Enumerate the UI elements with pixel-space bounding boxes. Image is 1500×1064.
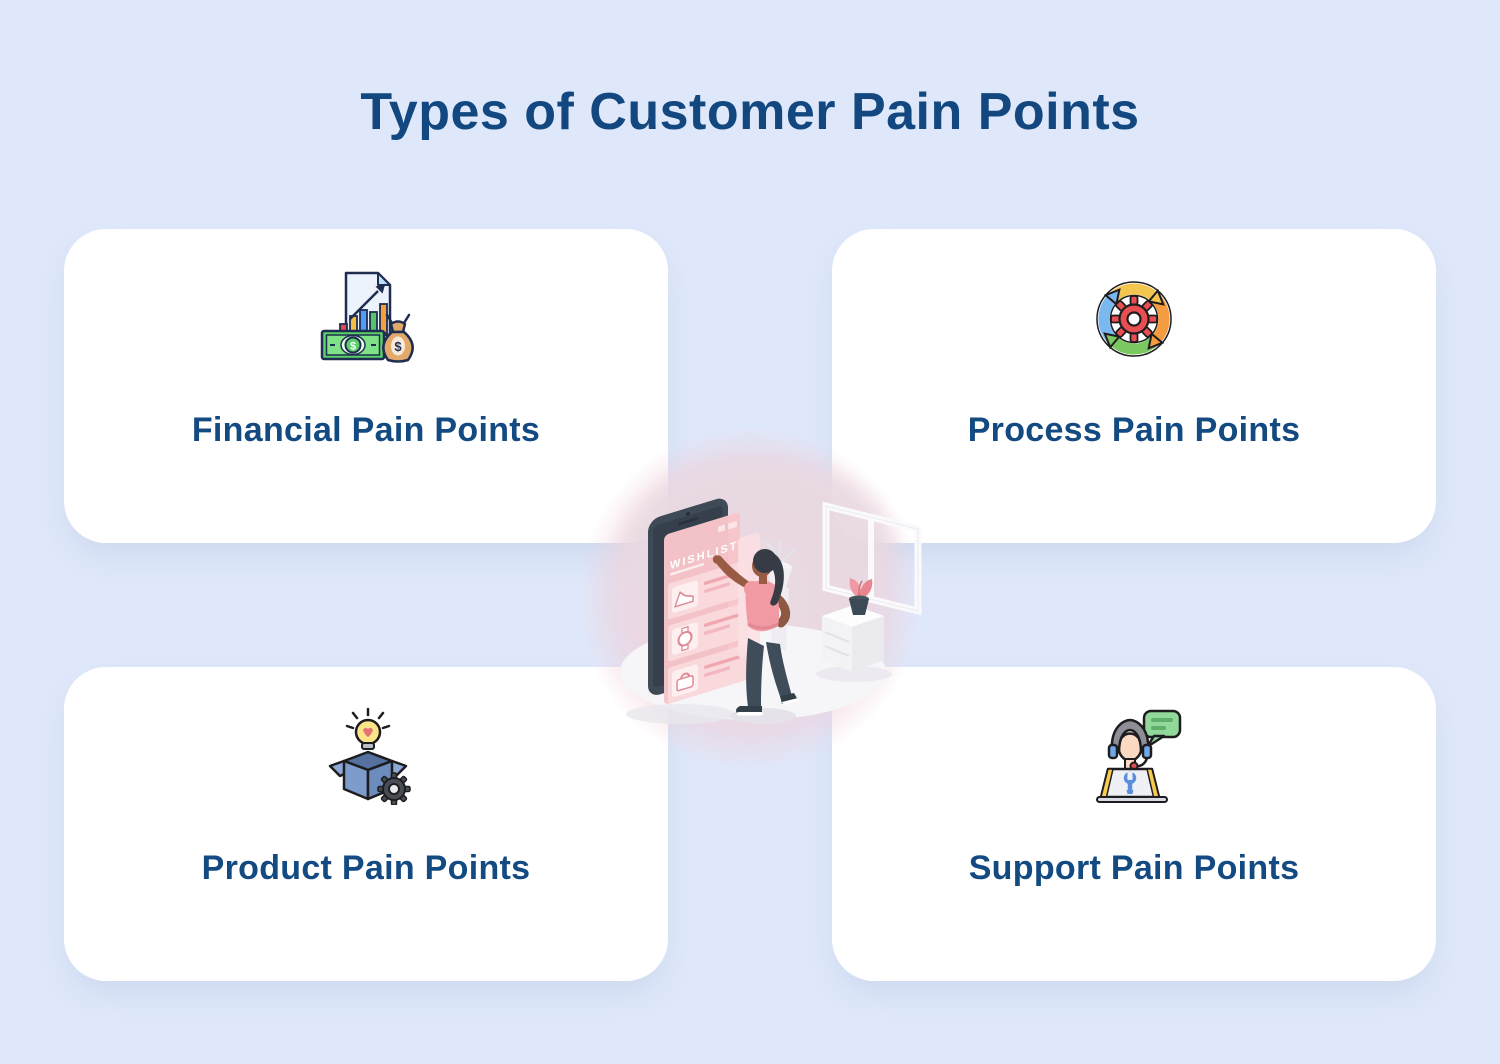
svg-text:$: $ — [394, 339, 402, 354]
card-support: Support Pain Points — [832, 667, 1436, 981]
wishlist-item-bag — [672, 664, 698, 697]
wishlist-item-shoe — [672, 580, 698, 613]
card-product: Product Pain Points — [64, 667, 668, 981]
card-label: Process Pain Points — [967, 411, 1301, 449]
page-title: Types of Customer Pain Points — [360, 83, 1140, 141]
drawer-unit — [816, 578, 892, 682]
svg-text:$: $ — [350, 341, 356, 353]
card-process: Process Pain Points — [832, 229, 1436, 543]
card-label: Support Pain Points — [968, 849, 1300, 887]
product-open-box-lightbulb-gear-icon — [316, 705, 416, 805]
wishlist-item-watch — [672, 622, 698, 655]
financial-chart-money-bag-icon: $ $ — [316, 267, 416, 367]
card-label: Financial Pain Points — [191, 411, 541, 449]
process-cycle-arrows-gear-icon — [1084, 267, 1184, 367]
card-label: Product Pain Points — [201, 849, 531, 887]
wishlist-illustration: WISHLIST — [578, 426, 922, 770]
card-financial: $ $ Financial Pain Points — [64, 229, 668, 543]
woman-figure — [712, 549, 799, 724]
support-agent-headset-laptop-icon — [1084, 705, 1184, 805]
potted-plant — [849, 578, 873, 615]
